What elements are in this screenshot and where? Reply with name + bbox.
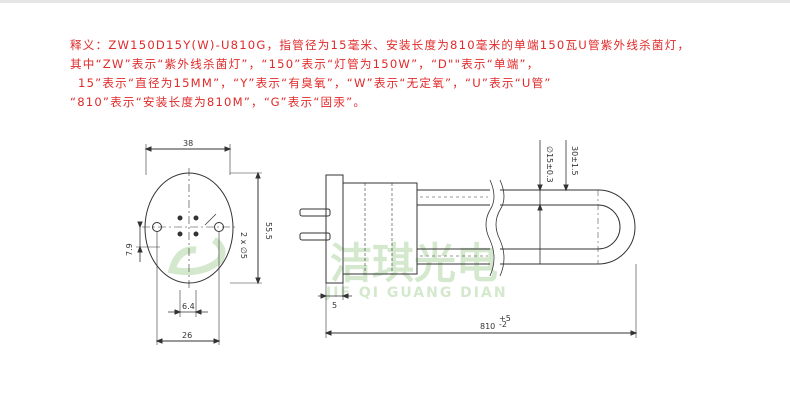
dim-length-tol-top: +5 — [499, 314, 511, 323]
dim-pins-label: 2 x ∅5 — [239, 232, 248, 259]
u-bend-outer — [597, 189, 636, 265]
description-line-1: 释义：ZW150D15Y(W)-U810G，指管径为15毫米、安装长度为810毫… — [70, 38, 691, 52]
watermark-logo-icon — [167, 237, 226, 276]
pin-bottom — [299, 232, 331, 241]
end-view — [136, 144, 262, 345]
description-line-2: 其中“ZW”表示“紫外线杀菌灯”，“150”表示“灯管为150W”，“D""表示… — [70, 57, 540, 71]
dim-length-label: 810 — [480, 322, 495, 331]
dim-diameter-label: ∅15±0.3 — [545, 146, 554, 183]
base-body — [342, 182, 418, 275]
pin-dot — [177, 231, 183, 237]
pin-dot — [177, 215, 183, 221]
dim-height-label: 55.5 — [264, 222, 273, 240]
description-line-3: 15”表示“直径为15MM”，“Y”表示“有臭氧”，“W”表示“无定氧”，“U”… — [78, 76, 552, 90]
top-divider — [0, 0, 790, 3]
dim-base-label: 5 — [332, 301, 337, 310]
description-line-4: “810”表示“安装长度为810M”，“G”表示“固汞”。 — [70, 95, 367, 109]
u-bend-inner — [597, 204, 621, 250]
watermark-en: JIE QI GUANG DIAN — [325, 285, 508, 301]
dim-length-tol-bottom: -2 — [499, 320, 507, 329]
dim-tube-height-label: 30±1.5 — [570, 146, 579, 176]
dim-pin-spacing-label: 6.4 — [182, 302, 195, 311]
pin-dot — [193, 215, 199, 221]
side-view — [299, 140, 638, 338]
break-line — [485, 179, 495, 277]
pin-top — [299, 208, 331, 217]
dim-bottom-label: 26 — [182, 331, 192, 340]
description-text: 释义：ZW150D15Y(W)-U810G，指管径为15毫米、安装长度为810毫… — [70, 36, 770, 112]
pin-dot — [193, 231, 199, 237]
watermark: 洁琪光电 JIE QI GUANG DIAN — [167, 237, 508, 301]
dim-width-label: 38 — [183, 139, 193, 148]
break-line — [495, 179, 505, 277]
dim-offset-label: 7.9 — [125, 243, 134, 256]
